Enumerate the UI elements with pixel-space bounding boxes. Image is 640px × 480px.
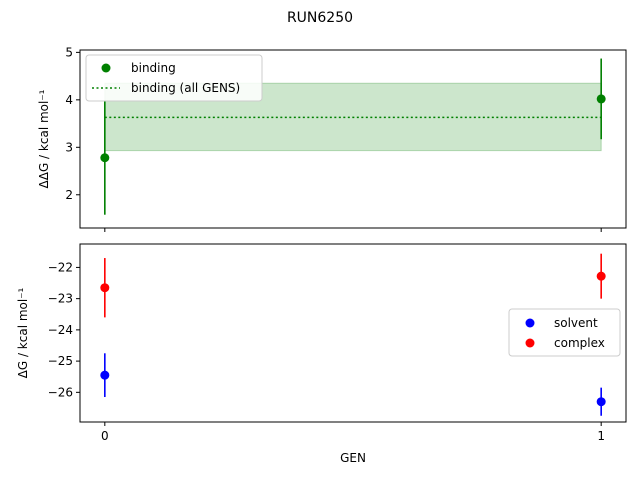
complex-point-0 (100, 283, 110, 293)
binding-point-1 (596, 94, 606, 104)
top-panel-frame (79, 49, 627, 229)
bottom-xtick-label-0: 0 (101, 429, 109, 443)
x-axis-label: GEN (340, 451, 366, 465)
legend-complex-marker (525, 338, 535, 348)
bottom-ytick-label--24: −24 (48, 323, 73, 337)
top-panel: 2 3 4 5 ΔΔG / kcal mol⁻¹ binding binding (a… (37, 45, 627, 232)
bottom-ytick-label--22: −22 (48, 260, 73, 274)
bottom-ytick-label--26: −26 (48, 385, 73, 399)
bottom-ytick-label--23: −23 (48, 292, 73, 306)
bottom-panel-frame (79, 243, 627, 423)
top-ytick-label-4: 4 (65, 93, 73, 107)
bottom-panel-marks (100, 253, 606, 416)
solvent-point-0 (100, 370, 110, 380)
legend-binding-all-gens-label: binding (all GENS) (131, 81, 240, 95)
top-y-axis-label: ΔΔG / kcal mol⁻¹ (37, 89, 51, 188)
legend-complex-label: complex (554, 336, 605, 350)
legend-solvent-label: solvent (554, 316, 598, 330)
top-legend-box (85, 54, 263, 102)
legend-binding-label: binding (131, 61, 176, 75)
bottom-panel-ticks: −26 −25 −24 −23 −22 0 1 (48, 260, 605, 443)
complex-point-1 (596, 271, 606, 281)
bottom-xtick-label-1: 1 (597, 429, 605, 443)
bottom-y-axis-label: ΔG / kcal mol⁻¹ (16, 287, 30, 378)
solvent-point-1 (596, 397, 606, 407)
legend-solvent-marker (525, 318, 535, 328)
bottom-legend: solvent complex (508, 308, 621, 357)
top-ytick-label-2: 2 (65, 188, 73, 202)
binding-point-0 (100, 153, 110, 163)
bottom-panel: −26 −25 −24 −23 −22 0 1 ΔG / kcal mol⁻¹ GEN so… (16, 243, 627, 465)
figure-title: RUN6250 (287, 10, 353, 26)
top-ytick-label-3: 3 (65, 140, 73, 154)
top-panel-ticks: 2 3 4 5 (65, 45, 602, 232)
legend-binding-marker (101, 63, 111, 73)
top-legend: binding binding (all GENS) (85, 54, 263, 102)
top-ytick-label-5: 5 (65, 45, 73, 59)
bottom-legend-box (508, 308, 621, 357)
top-panel-marks (100, 58, 606, 215)
bottom-ytick-label--25: −25 (48, 354, 73, 368)
